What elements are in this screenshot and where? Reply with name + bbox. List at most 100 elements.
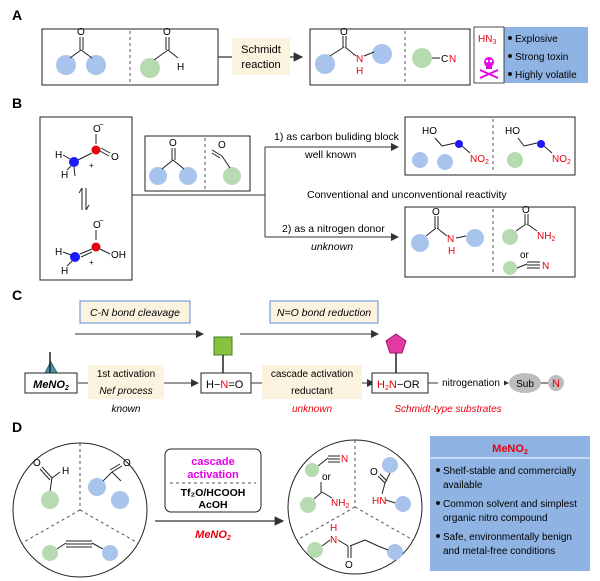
panel-label-c: C [12,287,22,303]
cn-cleavage-arrow: C-N bond cleavage [75,300,204,338]
svg-text:OH: OH [111,250,126,261]
hazard-explosive: Explosive [515,34,558,45]
route2-label: 2) as a nitrogen donor [282,223,385,235]
reagent-box-d: cascade activation Tf₂O/HCOOH AcOH [164,448,262,513]
no-reduction-label: N=O bond reduction [277,307,371,319]
cn-label: N [449,54,456,65]
d-amide-o: O [345,560,353,571]
first-activation-label: 1st activation [97,369,155,380]
panel-a-products-box: O N H C N [309,27,471,86]
features-title: MeNO2 [492,443,528,456]
amide-structure: O N H [315,27,392,77]
b-amide-n: N [447,234,454,245]
svg-text:O: O [169,138,177,149]
schmidt-reagent-box [232,38,290,75]
hn3-label: HN3 [478,34,496,46]
substrate-circle: O H O [12,442,148,578]
meno2-node: MeNO2 [24,352,78,394]
feature-1-line2: available [443,480,483,491]
svg-text:O: O [218,140,226,151]
hn3-hazard-box: HN3 Explosive Strong toxin Highly volati… [473,26,588,84]
schmidt-label-2: reaction [241,59,280,71]
known-label: known [112,404,141,415]
aldehyde-h: H [177,62,184,73]
b-or-label: or [520,250,530,261]
svg-text:O: O [33,458,41,469]
b-nh2: NH2 [537,231,555,243]
feature-2-line1: Common solvent and simplest [443,499,577,510]
nitrogenation-label: nitrogenation [442,378,500,389]
d-amide-h: H [330,523,337,534]
b-amide-h: H [448,246,455,257]
d-nh2: NH2 [331,498,349,510]
svg-text:−: − [99,120,104,129]
schmidt-substrates-label: Schmidt-type substrates [394,404,501,415]
no-reduction-arrow: N=O bond reduction [240,300,379,338]
b-nitrile-n: N [542,261,549,272]
cascade-activation-label: cascade activation [271,369,353,380]
d-amide-n: N [330,535,337,546]
unknown-label: unknown [292,404,332,415]
svg-text:H: H [61,170,68,181]
feature-3-line1: Safe, environmentally benign [443,532,572,543]
ketone-structure: O [56,27,106,75]
nitrile-structure: C N [412,48,456,68]
sub-label: Sub [516,379,534,390]
d-nitrile-n: N [341,454,348,465]
aldehyde-structure: O H [140,27,184,78]
svg-text:O: O [123,458,131,469]
route1-status: well known [304,149,357,161]
no2-label-2: NO2 [552,154,571,166]
sub-n-product: Sub N [509,373,564,393]
svg-text:O: O [111,152,119,163]
svg-text:O: O [163,27,171,38]
nitromethane-tautomers-box: O − O + H H O − + OH H H [39,116,133,281]
svg-text:O: O [93,220,101,231]
route1-label: 1) as carbon buliding block [274,131,400,143]
route2-status: unknown [311,241,353,253]
hazard-toxin: Strong toxin [515,52,568,63]
activation-label: activation [187,469,239,481]
skull-crossbones-icon [479,57,499,79]
svg-text:O: O [522,205,530,216]
h2nor-label: H2N−OR [377,379,420,392]
ho-label-2: HO [505,126,520,137]
panel-b-nitrogen-products-box: O N H O NH2 or N [404,205,576,278]
reagents-line2: AcOH [198,499,227,511]
svg-text:+: + [89,161,94,170]
panel-label-d: D [12,419,22,435]
cn-cleavage-label: C-N bond cleavage [90,307,180,319]
panel-b-branch-arrows [132,143,399,241]
sub-n-label: N [552,378,560,390]
meno2-label-c: MeNO2 [33,379,69,392]
panel-b-substrates-box: O O [144,135,251,192]
feature-3-line2: and metal-free conditions [443,546,555,557]
cascade-label: cascade [191,456,234,468]
d-hn: HN [372,496,386,507]
product-circle: N or NH2 O HN H N O [287,439,423,575]
svg-text:O: O [77,27,85,38]
h2nor-node: H2N−OR [371,333,429,394]
svg-text:O: O [340,27,348,38]
first-activation-bg [88,365,164,399]
svg-text:H: H [61,266,68,277]
reactivity-label: Conventional and unconventional reactivi… [307,189,507,201]
panel-label-a: A [12,7,22,23]
meno2-label-d: MeNO2 [195,529,231,542]
nef-label: Nef process [99,386,152,397]
hazard-volatile: Highly volatile [515,70,577,81]
d-aldehyde-h: H [62,466,69,477]
hno-label: H−N=O [206,379,244,391]
amide-h: H [356,66,363,77]
feature-1-line1: Shelf-stable and commercially [443,466,576,477]
svg-text:O: O [93,124,101,135]
no2-label-1: NO2 [470,154,489,166]
panel-label-b: B [12,95,22,111]
svg-text:+: + [89,258,94,267]
cascade-activation-bg [262,365,362,399]
ho-label-1: HO [422,126,437,137]
schmidt-label-1: Schmidt [241,44,281,56]
svg-text:C: C [441,54,448,65]
svg-text:H: H [55,150,62,161]
